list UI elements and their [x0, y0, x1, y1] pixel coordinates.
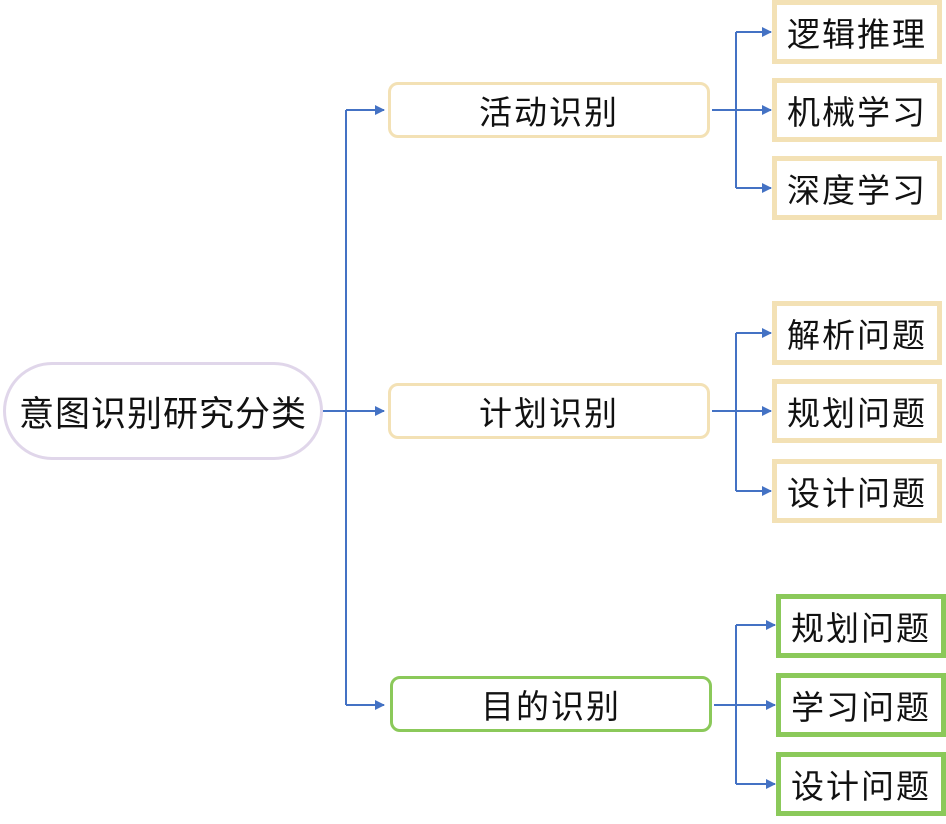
- root-node: 意图识别研究分类: [3, 362, 323, 460]
- branch-node-goal-recognition: 目的识别: [390, 676, 712, 732]
- leaf-label: 规划问题: [787, 394, 927, 433]
- branch-node-activity-recognition: 活动识别: [388, 82, 710, 138]
- branch-label: 活动识别: [479, 93, 619, 132]
- leaf-label: 学习问题: [791, 688, 931, 727]
- leaf-node: 解析问题: [772, 301, 942, 365]
- root-label: 意图识别研究分类: [18, 394, 307, 435]
- leaf-label: 解析问题: [787, 316, 927, 355]
- leaf-label: 设计问题: [791, 767, 931, 806]
- leaf-node: 规划问题: [772, 379, 942, 443]
- leaf-node: 深度学习: [772, 156, 942, 220]
- branch-label: 计划识别: [479, 394, 619, 433]
- leaf-node: 逻辑推理: [772, 0, 942, 64]
- leaf-label: 机械学习: [787, 93, 927, 132]
- leaf-node: 设计问题: [776, 752, 946, 816]
- leaf-node: 学习问题: [776, 673, 946, 737]
- leaf-label: 逻辑推理: [787, 15, 927, 54]
- leaf-node: 机械学习: [772, 78, 942, 142]
- leaf-label: 深度学习: [787, 171, 927, 210]
- branch-label: 目的识别: [481, 687, 621, 726]
- leaf-node: 设计问题: [772, 459, 942, 523]
- leaf-node: 规划问题: [776, 594, 946, 658]
- leaf-label: 设计问题: [787, 474, 927, 513]
- branch-node-plan-recognition: 计划识别: [388, 383, 710, 439]
- leaf-label: 规划问题: [791, 609, 931, 648]
